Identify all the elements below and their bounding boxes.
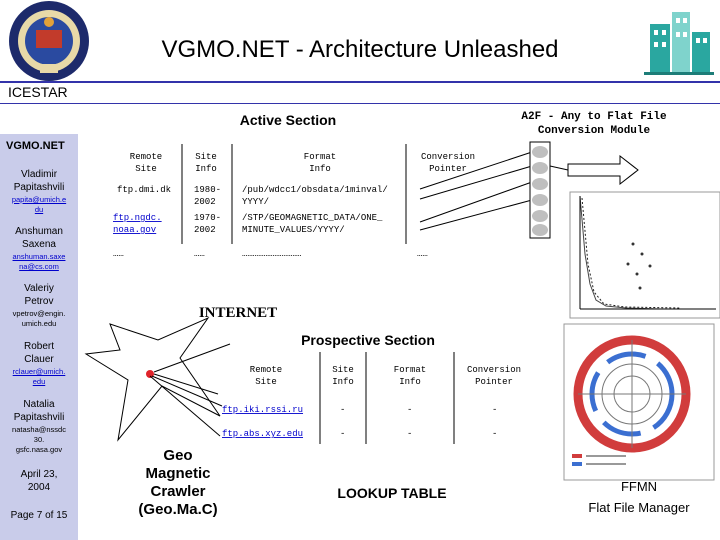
- person-name: Robert: [23, 341, 54, 352]
- person-email[interactable]: papita@umich.e: [11, 195, 67, 204]
- person-surname: Clauer: [24, 354, 54, 365]
- magnetometer-plot-image: [569, 191, 720, 319]
- crawler-label-line4: (Geo.Ma.C): [138, 501, 217, 518]
- prospective-col-format-info-2: Info: [399, 377, 421, 387]
- person-surname: Papitashvili: [13, 182, 65, 193]
- prospective-row2-pointer: -: [492, 429, 497, 439]
- date-line2: 2004: [27, 482, 51, 493]
- active-col-site-info-2: Info: [195, 164, 217, 174]
- prospective-col-conversion-2: Pointer: [475, 377, 513, 387]
- active-row2-info-2: 2002: [194, 225, 216, 235]
- sidebar: VGMO.NET Vladimir Papitashvili papita@um…: [0, 134, 78, 540]
- prospective-col-site-info-2: Info: [332, 377, 354, 387]
- a2f-subtitle: Conversion Module: [538, 125, 651, 137]
- conversion-module: [529, 141, 551, 239]
- active-row2-format: /STP/GEOMAGNETIC_DATA/ONE_: [242, 213, 383, 223]
- person-name: Vladimir: [20, 169, 58, 180]
- prospective-row1-pointer: -: [492, 405, 497, 415]
- active-row1-format: /pub/wdcc1/obsdata/1minval/: [242, 185, 388, 195]
- active-row2-format-2: MINUTE_VALUES/YYYY/: [242, 225, 345, 235]
- person-name: Anshuman: [15, 226, 63, 237]
- subheader-rule: [0, 103, 720, 104]
- page-indicator: Page 7 of 15: [10, 510, 68, 521]
- active-col-conversion: Conversion: [421, 152, 475, 162]
- conversion-arrow: [567, 154, 639, 186]
- active-row3-format: ……………………………: [242, 249, 301, 259]
- person-surname: Saxena: [22, 239, 56, 250]
- building-logo: [640, 4, 716, 78]
- crawler-label-line2: Magnetic: [145, 465, 210, 482]
- active-row3-site: ……: [113, 249, 124, 259]
- a2f-title: A2F - Any to Flat File: [521, 111, 667, 123]
- prospective-row1-site: ftp.iki.rssi.ru: [222, 405, 303, 415]
- person-name: Natalia: [23, 399, 55, 410]
- architecture-diagram: Active Section A2F - Any to Flat File Co…: [84, 111, 720, 518]
- active-row2-info: 1970-: [194, 213, 221, 223]
- person-email-cont[interactable]: du: [34, 205, 44, 214]
- person-email-cont[interactable]: na@cs.com: [19, 262, 59, 271]
- person-surname: Petrov: [24, 296, 54, 307]
- crawler-starburst: [84, 316, 231, 442]
- active-row2-site: ftp.ngdc.: [113, 213, 162, 223]
- prospective-col-remote-site: Remote: [250, 365, 282, 375]
- person-email-cont: umich.edu: [21, 319, 57, 328]
- prospective-row2-site: ftp.abs.xyz.edu: [222, 429, 303, 439]
- active-col-format-info-2: Info: [309, 164, 331, 174]
- person-email: natasha@nssdc: [12, 425, 66, 434]
- person-email: vpetrov@engin.: [12, 309, 66, 318]
- person-email[interactable]: anshuman.saxe: [12, 252, 66, 261]
- active-row2-site-2: noaa.gov: [113, 225, 157, 235]
- header-rule: [0, 81, 720, 83]
- date-line1: April 23,: [20, 469, 58, 480]
- lookup-table-label: LOOKUP TABLE: [337, 485, 446, 501]
- prospective-col-conversion: Conversion: [467, 365, 521, 375]
- active-col-site-info: Site: [195, 152, 217, 162]
- prospective-row1-format: -: [407, 405, 412, 415]
- ffmn-subtitle: Flat File Manager: [588, 500, 690, 515]
- active-col-format-info: Format: [304, 152, 336, 162]
- section-label: ICESTAR: [8, 84, 68, 100]
- active-row1-site: ftp.dmi.dk: [117, 185, 171, 195]
- prospective-col-remote-site-2: Site: [255, 377, 277, 387]
- prospective-col-format-info: Format: [394, 365, 426, 375]
- ffmn-title: FFMN: [621, 479, 657, 494]
- prospective-row1-info: -: [340, 405, 345, 415]
- crawler-label-line1: Geo: [163, 447, 192, 464]
- internet-label: INTERNET: [199, 305, 277, 321]
- page-title: VGMO.NET - Architecture Unleashed: [161, 36, 559, 63]
- person-email-cont[interactable]: edu: [32, 377, 46, 386]
- person-email[interactable]: rclauer@umich.: [12, 367, 66, 376]
- sidebar-heading: VGMO.NET: [6, 140, 65, 152]
- prospective-row2-info: -: [340, 429, 345, 439]
- active-row1-info-2: 2002: [194, 197, 216, 207]
- person-email-cont2: gsfc.nasa.gov: [15, 445, 63, 454]
- university-seal-logo: [0, 0, 98, 82]
- active-row1-format-2: YYYY/: [242, 197, 269, 207]
- person-surname: Papitashvili: [13, 412, 65, 423]
- active-col-remote-site: Remote: [130, 152, 162, 162]
- active-row1-info: 1980-: [194, 185, 221, 195]
- prospective-col-site-info: Site: [332, 365, 354, 375]
- active-row3-pointer: ……: [417, 249, 428, 259]
- polar-plot-image: [563, 323, 715, 481]
- active-col-remote-site-2: Site: [135, 164, 157, 174]
- person-email-cont: 30.: [33, 435, 45, 444]
- active-col-conversion-2: Pointer: [429, 164, 467, 174]
- person-name: Valeriy: [24, 283, 54, 294]
- prospective-section-heading: Prospective Section: [301, 332, 435, 348]
- active-section-heading: Active Section: [240, 112, 336, 128]
- prospective-row2-format: -: [407, 429, 412, 439]
- crawler-label-line3: Crawler: [150, 483, 205, 500]
- active-row3-info: ……: [194, 249, 205, 259]
